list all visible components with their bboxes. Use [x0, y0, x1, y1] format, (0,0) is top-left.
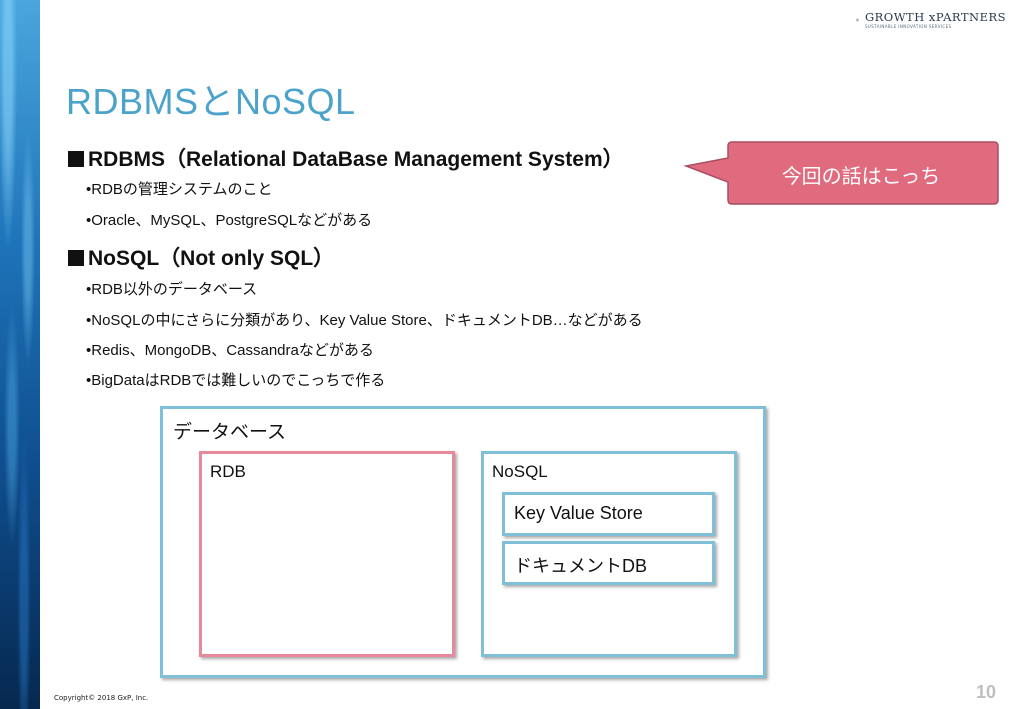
bullet-item: •Oracle、MySQL、PostgreSQLなどがある [86, 212, 373, 229]
slide-title: RDBMSとNoSQL [66, 81, 356, 122]
bullet-square-icon [68, 250, 84, 266]
rdb-box: RDB [199, 451, 455, 657]
section-heading-text: RDBMS（Relational DataBase Management Sys… [88, 148, 624, 171]
nosql-label: NoSQL [492, 462, 548, 481]
bullet-square-icon [68, 151, 84, 167]
bullet-item: •RDBの管理システムのこと [86, 181, 273, 198]
key-value-store-label: Key Value Store [514, 503, 643, 523]
document-db-box: ドキュメントDB [502, 541, 715, 585]
callout-text: 今回の話はこっち [781, 165, 941, 188]
bullet-item: •NoSQLの中にさらに分類があり、Key Value Store、ドキュメント… [86, 312, 643, 329]
bullet-item: •BigDataはRDBでは難しいのでこっちで作る [86, 372, 386, 389]
document-db-label: ドキュメントDB [514, 556, 648, 576]
key-value-store-box: Key Value Store [502, 492, 715, 536]
logo-mark-icon [856, 18, 859, 22]
callout-bubble [683, 141, 999, 205]
bullet-item: •RDB以外のデータベース [86, 281, 258, 298]
copyright-text: Copyright© 2018 GxP, Inc. [54, 694, 149, 702]
rdb-label: RDB [210, 462, 246, 481]
logo-name: GROWTH xPARTNERS [864, 10, 1006, 24]
water-background [0, 0, 40, 709]
section-heading-text: NoSQL（Not only SQL） [88, 247, 335, 270]
database-label: データベース [173, 422, 287, 443]
company-logo: GROWTH xPARTNERS SUSTAINABLE INNOVATION … [856, 10, 1006, 36]
section-heading-nosql: NoSQL（Not only SQL） [68, 246, 334, 272]
bullet-item: •Redis、MongoDB、Cassandraなどがある [86, 342, 374, 359]
page-number: 10 [976, 682, 997, 702]
logo-tagline: SUSTAINABLE INNOVATION SERVICES [864, 24, 952, 29]
section-heading-rdbms: RDBMS（Relational DataBase Management Sys… [68, 147, 624, 173]
